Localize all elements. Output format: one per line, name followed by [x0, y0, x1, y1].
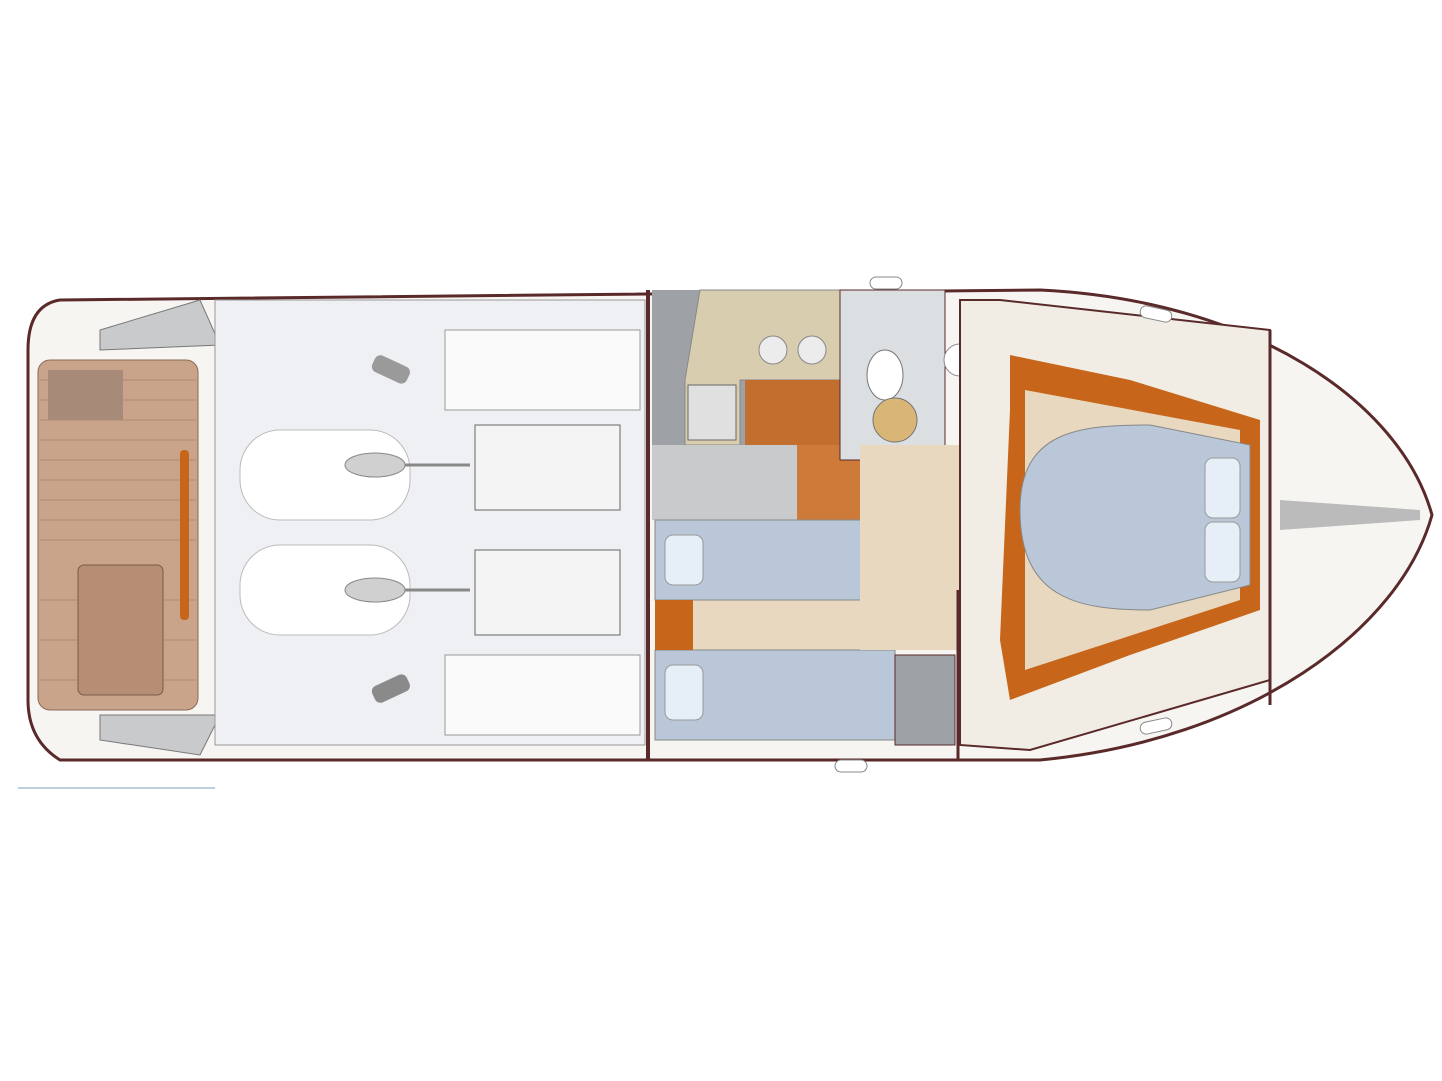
locker [894, 654, 956, 746]
engine-icon [239, 424, 621, 521]
pillow-icon [1204, 457, 1241, 519]
wood-step [655, 600, 693, 650]
sink-icon [797, 335, 827, 365]
stern-quarter-bottom [99, 714, 221, 756]
cleat-icon [869, 276, 903, 290]
v-berth-mattress [1019, 424, 1251, 611]
dinette-grey [652, 445, 797, 520]
teak-planks [40, 379, 196, 681]
water-heater-top [444, 329, 641, 411]
bow-anchor-locker [1280, 500, 1420, 530]
stove-icon [687, 384, 737, 441]
battery-switch-bottom [371, 674, 410, 703]
cleat-icon [1139, 305, 1173, 323]
water-heater-bottom [444, 654, 641, 736]
deck-drain-grate [48, 370, 123, 420]
sink-icon [758, 335, 788, 365]
cockpit-hatch [77, 564, 164, 696]
battery-switch-top [371, 355, 410, 384]
pillow-icon [664, 534, 704, 586]
cleat-icon [1139, 717, 1173, 735]
cleat-icon [834, 759, 868, 773]
pillow-icon [1204, 521, 1241, 583]
engine-icon [239, 544, 621, 636]
transom-door-trim [180, 450, 189, 620]
shower-icon [872, 397, 918, 443]
pillow-icon [664, 664, 704, 721]
toilet-icon [866, 349, 904, 401]
